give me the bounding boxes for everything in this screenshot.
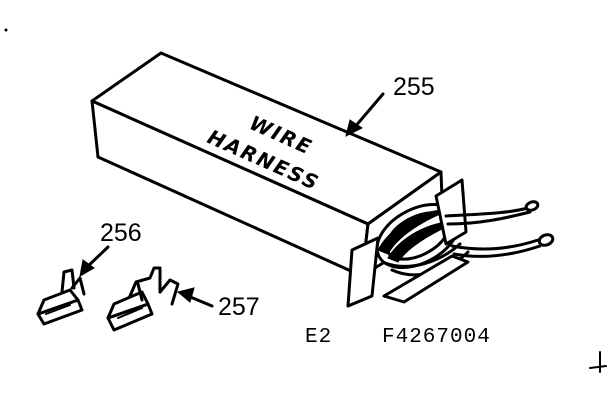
scan-marks [4,28,607,373]
part-number: F4267004 [382,326,491,349]
callout-label-256: 256 [100,219,142,247]
terminal-257 [106,266,180,332]
callout-arrow-255 [352,92,385,130]
callout-255: 255 [345,73,435,137]
callout-256: 256 [79,219,142,277]
callout-257: 257 [176,287,260,321]
callout-arrow-257 [186,294,214,308]
wire-leads [444,200,555,258]
terminal-256 [36,268,86,326]
box-flaps [346,178,470,308]
section-code: E2 [305,326,332,349]
harness-coil [375,202,470,277]
callout-label-255: 255 [393,73,435,101]
callout-label-257: 257 [218,293,260,321]
